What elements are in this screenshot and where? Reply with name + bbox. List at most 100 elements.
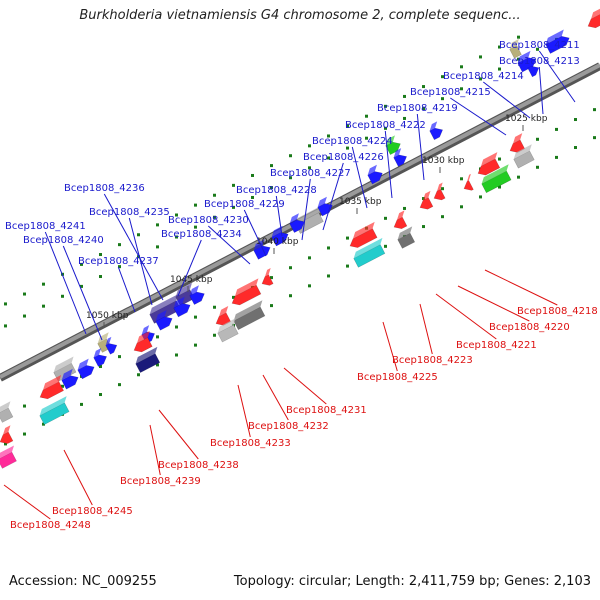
- label-connector: [450, 97, 507, 136]
- map-title: Burkholderia vietnamiensis G4 chromosome…: [79, 8, 521, 23]
- track-dot: [308, 284, 311, 288]
- accession-text: Accession: NC_009255: [9, 574, 157, 589]
- track-dot: [384, 244, 387, 248]
- track-dot: [422, 85, 425, 89]
- track-dot: [498, 185, 501, 189]
- label-connector: [44, 231, 87, 335]
- track-dot: [308, 256, 311, 260]
- track-dot: [137, 373, 140, 377]
- track-dot: [213, 305, 216, 309]
- gene-label-reverse: Bcep1808_4248: [10, 520, 91, 531]
- label-connector: [382, 321, 398, 372]
- track-dot: [118, 265, 121, 269]
- label-connector: [351, 146, 368, 209]
- label-connector: [128, 217, 153, 306]
- track-dot: [251, 173, 254, 177]
- gene-arrow: [77, 358, 95, 380]
- gene-arrow: [173, 296, 191, 318]
- track-dot: [23, 404, 26, 408]
- track-dot: [346, 146, 349, 150]
- gene-arrow: [289, 213, 305, 233]
- gene-label-forward: Bcep1808_4235: [89, 207, 170, 218]
- track-dot: [23, 292, 26, 296]
- track-dot: [4, 442, 7, 446]
- track-dot: [42, 422, 45, 426]
- gene-arrow: [397, 226, 416, 249]
- gene-arrow: [39, 374, 64, 400]
- track-dot: [441, 97, 444, 101]
- tick-label: 1035 kbp: [339, 197, 382, 207]
- label-connector: [243, 209, 267, 257]
- track-dot: [517, 175, 520, 179]
- label-connector: [416, 113, 425, 181]
- gene-arrow: [215, 306, 232, 326]
- track-dot: [536, 47, 539, 51]
- gene-arrow: [545, 29, 570, 54]
- track-dot: [536, 137, 539, 141]
- gene-arrow: [429, 121, 443, 141]
- gene-arrow: [135, 346, 161, 374]
- track-dot: [441, 187, 444, 191]
- track-dot: [327, 246, 330, 250]
- track-dot: [384, 126, 387, 130]
- label-connector: [283, 367, 327, 405]
- gene-label-reverse: Bcep1808_4233: [210, 438, 291, 449]
- gene-arrow: [217, 318, 239, 343]
- gene-arrow: [393, 148, 407, 167]
- track-dot: [422, 225, 425, 229]
- label-connector: [149, 424, 161, 476]
- gene-arrow: [481, 164, 512, 194]
- label-connector: [3, 484, 51, 520]
- gene-arrow: [233, 300, 266, 331]
- gene-label-forward: Bcep1808_4236: [64, 183, 145, 194]
- track-dot: [555, 127, 558, 131]
- gene-arrow: [527, 59, 540, 78]
- track-dot: [441, 75, 444, 79]
- track-dot: [308, 144, 311, 148]
- track-dot: [346, 264, 349, 268]
- track-dot: [498, 45, 501, 49]
- tick-label: 1030 kbp: [422, 156, 465, 166]
- track-dot: [289, 176, 292, 180]
- track-dot: [536, 165, 539, 169]
- track-dot: [270, 164, 273, 168]
- label-connector: [158, 409, 199, 460]
- gene-arrow: [105, 336, 118, 355]
- label-connector: [384, 130, 393, 199]
- gene-label-forward: Bcep1808_4213: [499, 56, 580, 67]
- label-connector: [457, 285, 530, 322]
- gene-arrow: [231, 278, 262, 306]
- track-dot: [99, 365, 102, 369]
- gene-arrow: [509, 38, 522, 59]
- track-dot: [80, 262, 83, 266]
- gene-arrow: [367, 164, 383, 185]
- label-connector: [301, 178, 311, 241]
- gene-features: [0, 7, 600, 469]
- track-dot: [42, 282, 45, 286]
- gene-arrow: [317, 196, 333, 217]
- gene-arrow: [509, 133, 526, 153]
- track-dot: [213, 333, 216, 337]
- gene-label-forward: Bcep1808_4241: [5, 221, 86, 232]
- gene-label-reverse: Bcep1808_4220: [489, 322, 570, 333]
- track-dot: [194, 343, 197, 347]
- gene-arrow: [189, 285, 205, 305]
- track-dot: [270, 304, 273, 308]
- track-dot: [498, 157, 501, 161]
- track-dot: [574, 146, 577, 150]
- gene-arrow: [385, 135, 401, 156]
- track-dot: [384, 216, 387, 220]
- gene-arrow: [433, 182, 446, 201]
- track-dot: [270, 276, 273, 280]
- track-dot: [574, 118, 577, 122]
- track-dot: [118, 355, 121, 359]
- gene-arrow: [93, 348, 107, 367]
- track-dot: [308, 166, 311, 170]
- track-dot: [460, 177, 463, 181]
- track-dot: [232, 295, 235, 299]
- track-dot: [517, 57, 520, 61]
- track-dot: [194, 315, 197, 319]
- gene-labels: Bcep1808_4211Bcep1808_4213Bcep1808_4214B…: [5, 40, 598, 531]
- track-dot: [555, 155, 558, 159]
